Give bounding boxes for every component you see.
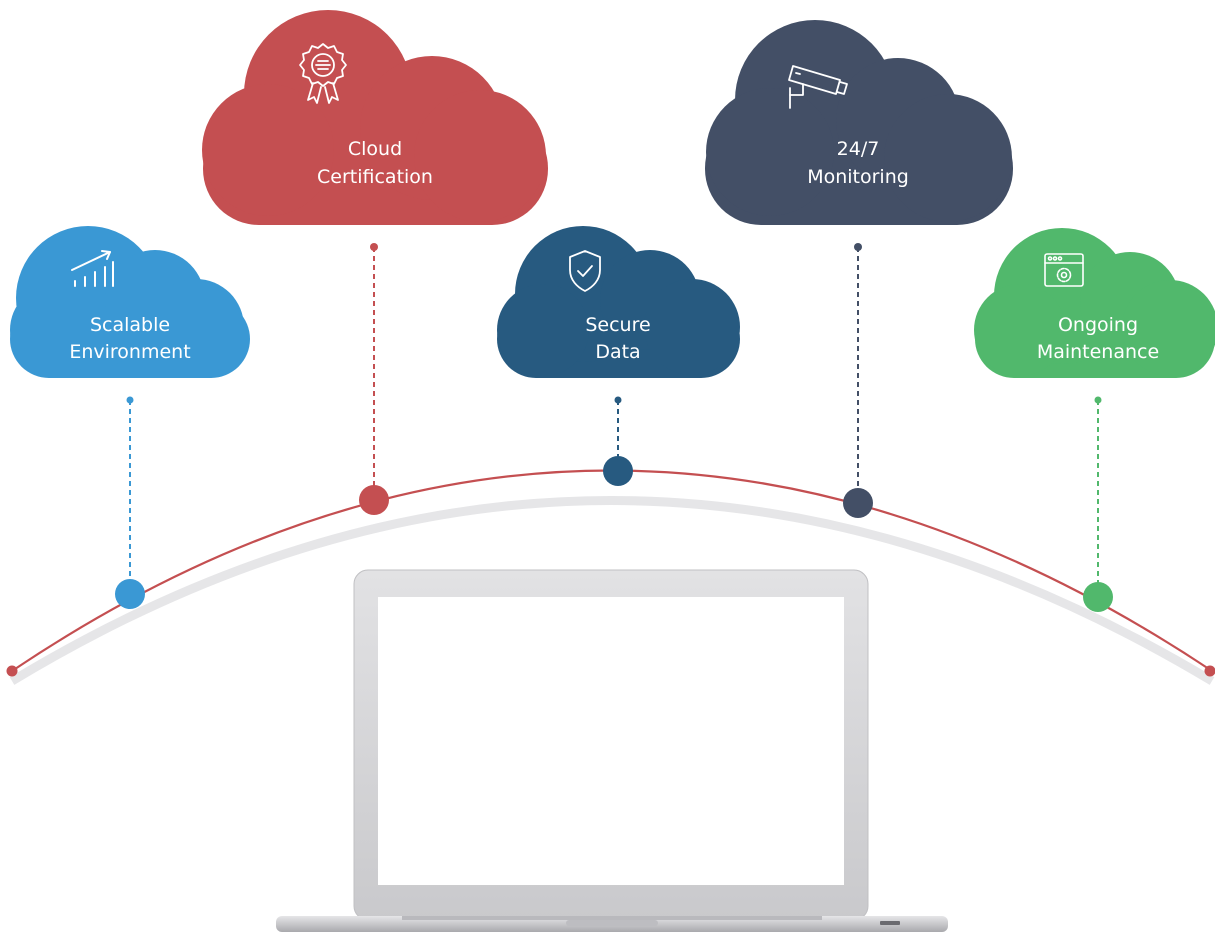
cloud-label-line2: Monitoring xyxy=(807,166,909,188)
cloud-label-line2: Certification xyxy=(317,166,433,188)
cloud-shape xyxy=(202,10,548,225)
cloud-label-line2: Maintenance xyxy=(1037,341,1159,363)
cloud-shape xyxy=(10,226,250,378)
cloud-label-line1: 24/7 xyxy=(837,138,880,160)
arc-node-secure xyxy=(603,456,633,486)
cloud-label-line1: Scalable xyxy=(90,314,170,336)
shield-check-icon xyxy=(569,250,601,292)
cloud-shape xyxy=(497,226,740,378)
cloud-secure: Secure Data xyxy=(497,226,740,378)
arc-node-certification xyxy=(359,485,389,515)
cloud-monitoring: 24/7 Monitoring xyxy=(705,20,1013,225)
connector-scalable xyxy=(115,396,145,609)
browser-gear-icon xyxy=(1044,253,1084,287)
cloud-label-line1: Secure xyxy=(585,314,650,336)
certificate-badge-icon xyxy=(299,43,347,104)
laptop-notch xyxy=(566,920,658,926)
arc-node-maintenance xyxy=(1083,582,1113,612)
cloud-label-line1: Cloud xyxy=(348,138,402,160)
arc-node-monitoring xyxy=(843,488,873,518)
connector-secure xyxy=(603,396,633,486)
cloud-shape xyxy=(974,228,1215,378)
arc-end-dot-right xyxy=(1204,665,1215,677)
laptop xyxy=(276,569,948,932)
arc-shadow xyxy=(9,496,1215,685)
cloud-label-line1: Ongoing xyxy=(1058,314,1138,336)
connector-maintenance xyxy=(1083,396,1113,612)
laptop-screen xyxy=(378,597,844,885)
cloud-label-line2: Data xyxy=(595,341,640,363)
cloud-scalable: Scalable Environment xyxy=(10,226,250,378)
growth-chart-icon xyxy=(71,250,114,287)
connector-monitoring xyxy=(843,243,873,518)
laptop-port xyxy=(880,921,900,925)
cloud-maintenance: Ongoing Maintenance xyxy=(974,228,1215,378)
laptop-hinge xyxy=(402,916,822,920)
connector-certification xyxy=(359,243,389,515)
arc-node-scalable xyxy=(115,579,145,609)
security-camera-icon xyxy=(788,65,848,109)
cloud-label-line2: Environment xyxy=(69,341,190,363)
arc-end-dot-left xyxy=(6,665,18,677)
cloud-shape xyxy=(705,20,1013,225)
cloud-certification: Cloud Certification xyxy=(202,10,548,225)
